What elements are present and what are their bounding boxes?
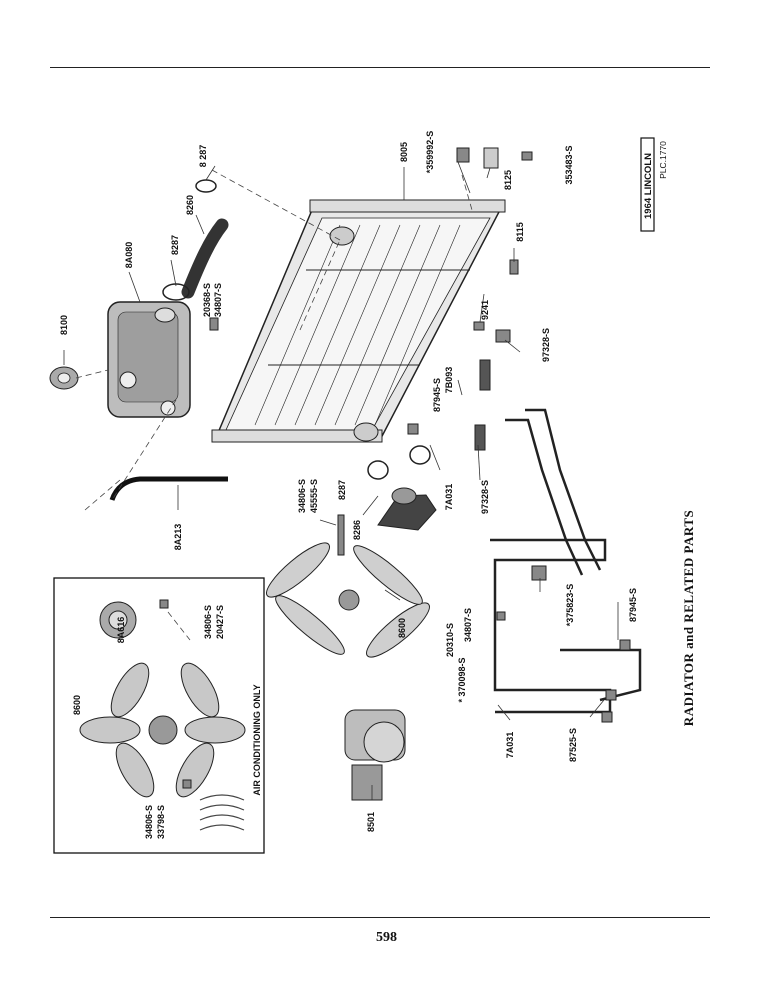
label-34806-S-mid: 34806-S <box>297 479 307 513</box>
label-87525-S: 87525-S <box>568 728 578 762</box>
label-8286: 8286 <box>352 520 362 540</box>
label-34806-S-inset-low: 34806-S <box>144 805 154 839</box>
label-20427-S: 20427-S <box>215 605 225 639</box>
label-87945-S-low: 87945-S <box>628 588 638 622</box>
label-8115: 8115 <box>515 222 525 242</box>
label-8A080: 8A080 <box>124 242 134 269</box>
label-20310-S: 20310-S <box>445 623 455 657</box>
label-20368-S: 20368-S <box>202 283 212 317</box>
hardware-clips <box>159 147 631 789</box>
leader-lines <box>63 161 619 800</box>
bottom-rule <box>50 917 710 918</box>
label-8260: 8260 <box>185 195 195 215</box>
top-rule <box>50 67 710 68</box>
label-8287-low: 8287 <box>337 480 347 500</box>
radiator-cap <box>49 366 79 390</box>
label-97328-S-right: 97328-S <box>541 328 551 362</box>
label-370098-S: * 370098-S <box>457 657 467 702</box>
diagram-title: RADIATOR and RELATED PARTS <box>681 510 696 726</box>
label-353483-S: 353483-S <box>564 145 574 184</box>
label-34807-S-top: 34807-S <box>213 283 223 317</box>
fan-4-blade <box>266 542 430 658</box>
catalog-plate: PLC.1770 <box>658 141 668 179</box>
page-number: 598 <box>376 930 397 945</box>
ac-caption: AIR CONDITIONING ONLY <box>252 684 262 795</box>
label-8600-inset: 8600 <box>72 695 82 715</box>
label-8501: 8501 <box>366 812 376 832</box>
label-8100: 8100 <box>59 315 69 335</box>
label-375823-S: *375823-S <box>565 584 575 627</box>
label-34806-S-inset-top: 34806-S <box>203 605 213 639</box>
expansion-tank <box>107 301 191 418</box>
radiator-core <box>211 199 506 443</box>
spacer-rings <box>199 794 245 831</box>
label-7B093: 7B093 <box>444 367 454 394</box>
label-45555-S: 45555-S <box>309 479 319 513</box>
label-359992-S: *359992-S <box>425 131 435 174</box>
catalog-model: 1964 LINCOLN <box>643 153 654 219</box>
label-7A031-mid: 7A031 <box>444 484 454 511</box>
label-9241: 9241 <box>480 300 490 320</box>
label-8125: 8125 <box>503 170 513 190</box>
label-8A213: 8A213 <box>173 524 183 551</box>
overflow-tube <box>109 476 228 501</box>
cooler-tubes <box>490 408 642 714</box>
lower-hose <box>367 445 437 531</box>
ac-inset: AIR CONDITIONING ONLY <box>53 577 265 854</box>
label-8600-main: 8600 <box>397 618 407 638</box>
label-8A616: 8A616 <box>116 617 126 644</box>
fan-clutch <box>99 601 137 639</box>
water-pump <box>344 709 406 801</box>
assembly-lines <box>75 169 473 641</box>
label-8287-mid: 8287 <box>170 235 180 255</box>
label-33798-S: 33798-S <box>156 805 166 839</box>
label-97328-S-center: 97328-S <box>480 480 490 514</box>
label-7A031-low: 7A031 <box>505 732 515 759</box>
part-labels: 8100 8A080 8 287 8260 8287 20368-S 34807… <box>59 131 638 839</box>
label-87945-S-top: 87945-S <box>432 378 442 412</box>
label-8005: 8005 <box>399 142 409 162</box>
label-8287-top: 8 287 <box>198 145 208 168</box>
catalog-box: 1964 LINCOLN PLC.1770 <box>640 137 668 232</box>
fan-6-blade <box>79 662 246 798</box>
label-34807-S-low: 34807-S <box>463 608 473 642</box>
